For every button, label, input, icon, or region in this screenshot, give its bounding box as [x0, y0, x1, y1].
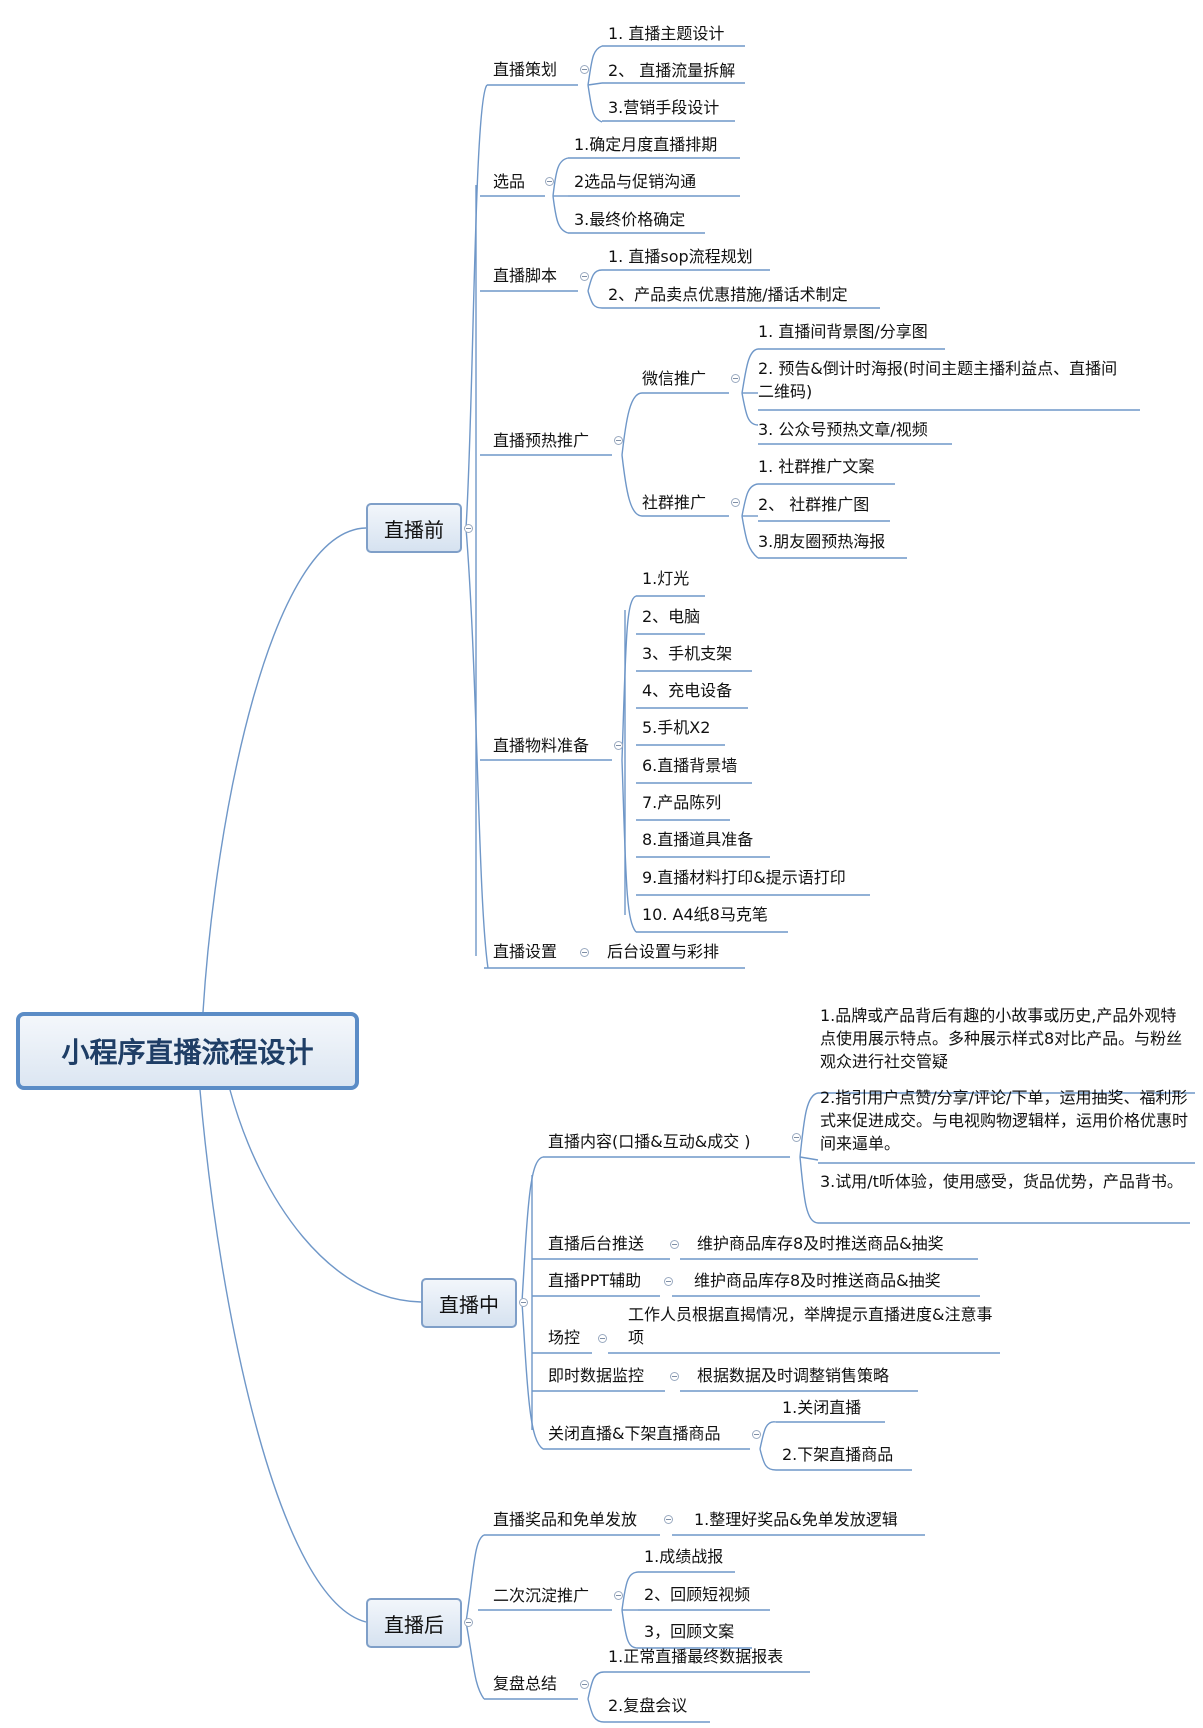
wechat-item[interactable]: 2. 预告&倒计时海报(时间主题主播利益点、直播间二维码): [758, 359, 1118, 401]
topic-review[interactable]: 复盘总结: [493, 1674, 558, 1693]
collapse-toggle-icon[interactable]: [614, 436, 623, 445]
topic-prizes[interactable]: 直播奖品和免单发放: [493, 1510, 638, 1529]
materials-item[interactable]: 3、手机支架: [642, 644, 733, 663]
collapse-toggle-icon[interactable]: [614, 741, 623, 750]
materials-item[interactable]: 6.直播背景墙: [642, 756, 738, 775]
settings-item[interactable]: 后台设置与彩排: [607, 942, 720, 961]
collapse-toggle-icon[interactable]: [731, 374, 740, 383]
close-item[interactable]: 1.关闭直播: [782, 1398, 862, 1417]
push-item[interactable]: 维护商品库存8及时推送商品&抽奖: [697, 1234, 944, 1253]
topic-warmup[interactable]: 直播预热推广: [493, 431, 590, 450]
collapse-toggle-icon[interactable]: [598, 1334, 607, 1343]
collapse-toggle-icon[interactable]: [664, 1515, 673, 1524]
materials-item[interactable]: 1.灯光: [642, 569, 690, 588]
materials-item[interactable]: 5.手机X2: [642, 718, 711, 737]
ppt-item[interactable]: 维护商品库存8及时推送商品&抽奖: [694, 1271, 941, 1290]
root-topic[interactable]: 小程序直播流程设计: [16, 1012, 359, 1090]
collapse-toggle-icon[interactable]: [580, 65, 589, 74]
script-item[interactable]: 2、产品卖点优惠措施/播话术制定: [608, 285, 848, 304]
collapse-toggle-icon[interactable]: [580, 272, 589, 281]
collapse-toggle-icon[interactable]: [545, 177, 554, 186]
topic-close-live[interactable]: 关闭直播&下架直播商品: [548, 1424, 721, 1443]
topic-community-promo[interactable]: 社群推广: [642, 493, 707, 512]
topic-planning[interactable]: 直播策划: [493, 60, 558, 79]
community-item[interactable]: 2、 社群推广图: [758, 495, 870, 514]
topic-script[interactable]: 直播脚本: [493, 266, 558, 285]
topic-wechat-promo[interactable]: 微信推广: [642, 369, 707, 388]
secondary-item[interactable]: 1.成绩战报: [644, 1547, 724, 1566]
topic-after-live[interactable]: 直播后: [366, 1598, 462, 1648]
planning-item[interactable]: 3.营销手段设计: [608, 98, 720, 117]
materials-item[interactable]: 2、电脑: [642, 607, 701, 626]
planning-item[interactable]: 2、 直播流量拆解: [608, 61, 736, 80]
content-item[interactable]: 3.试用/t听体验，使用感受，货品优势，产品背书。: [820, 1172, 1183, 1191]
wechat-item[interactable]: 1. 直播间背景图/分享图: [758, 322, 928, 341]
secondary-item[interactable]: 3，回顾文案: [644, 1622, 735, 1641]
secondary-item[interactable]: 2、回顾短视频: [644, 1585, 751, 1604]
topic-backend-push[interactable]: 直播后台推送: [548, 1234, 645, 1253]
collapse-toggle-icon[interactable]: [580, 948, 589, 957]
topic-materials[interactable]: 直播物料准备: [493, 736, 590, 755]
collapse-toggle-icon[interactable]: [752, 1430, 761, 1439]
close-item[interactable]: 2.下架直播商品: [782, 1445, 894, 1464]
collapse-toggle-icon[interactable]: [792, 1133, 801, 1142]
review-item[interactable]: 1.正常直播最终数据报表: [608, 1647, 784, 1666]
collapse-toggle-icon[interactable]: [464, 1618, 473, 1627]
monitor-item[interactable]: 根据数据及时调整销售策略: [697, 1366, 890, 1385]
collapse-toggle-icon[interactable]: [580, 1680, 589, 1689]
topic-live-content[interactable]: 直播内容(口播&互动&成交 ): [548, 1132, 751, 1151]
topic-secondary-promo[interactable]: 二次沉淀推广: [493, 1586, 590, 1605]
materials-item[interactable]: 8.直播道具准备: [642, 830, 754, 849]
control-item[interactable]: 工作人员根据直揭情况，举牌提示直播进度&注意事项: [628, 1305, 993, 1347]
selection-item[interactable]: 3.最终价格确定: [574, 210, 686, 229]
topic-before-live[interactable]: 直播前: [366, 503, 462, 553]
collapse-toggle-icon[interactable]: [731, 498, 740, 507]
selection-item[interactable]: 1.确定月度直播排期: [574, 135, 718, 154]
content-item[interactable]: 1.品牌或产品背后有趣的小故事或历史,产品外观特点使用展示特点。多种展示样式8对…: [820, 1006, 1183, 1071]
selection-item[interactable]: 2选品与促销沟通: [574, 172, 697, 191]
script-item[interactable]: 1. 直播sop流程规划: [608, 247, 753, 266]
topic-settings[interactable]: 直播设置: [493, 942, 558, 961]
community-item[interactable]: 1. 社群推广文案: [758, 457, 875, 476]
topic-during-live[interactable]: 直播中: [421, 1278, 517, 1328]
topic-floor-control[interactable]: 场控: [548, 1328, 581, 1347]
wechat-item[interactable]: 3. 公众号预热文章/视频: [758, 420, 928, 439]
content-item[interactable]: 2.指引用户点赞/分享/评论/下单，运用抽奖、福利形式来促进成交。与电视购物逻辑…: [820, 1088, 1189, 1153]
collapse-toggle-icon[interactable]: [670, 1240, 679, 1249]
materials-item[interactable]: 9.直播材料打印&提示语打印: [642, 868, 846, 887]
topic-selection[interactable]: 选品: [493, 172, 526, 191]
collapse-toggle-icon[interactable]: [614, 1591, 623, 1600]
topic-ppt-assist[interactable]: 直播PPT辅助: [548, 1271, 642, 1290]
prizes-item[interactable]: 1.整理好奖品&免单发放逻辑: [694, 1510, 898, 1529]
community-item[interactable]: 3.朋友圈预热海报: [758, 532, 886, 551]
collapse-toggle-icon[interactable]: [464, 524, 473, 533]
materials-item[interactable]: 10. A4纸8马克笔: [642, 905, 768, 924]
materials-item[interactable]: 7.产品陈列: [642, 793, 722, 812]
collapse-toggle-icon[interactable]: [519, 1298, 528, 1307]
topic-data-monitoring[interactable]: 即时数据监控: [548, 1366, 645, 1385]
review-item[interactable]: 2.复盘会议: [608, 1696, 688, 1715]
collapse-toggle-icon[interactable]: [664, 1277, 673, 1286]
planning-item[interactable]: 1. 直播主题设计: [608, 24, 725, 43]
materials-item[interactable]: 4、充电设备: [642, 681, 733, 700]
collapse-toggle-icon[interactable]: [670, 1372, 679, 1381]
